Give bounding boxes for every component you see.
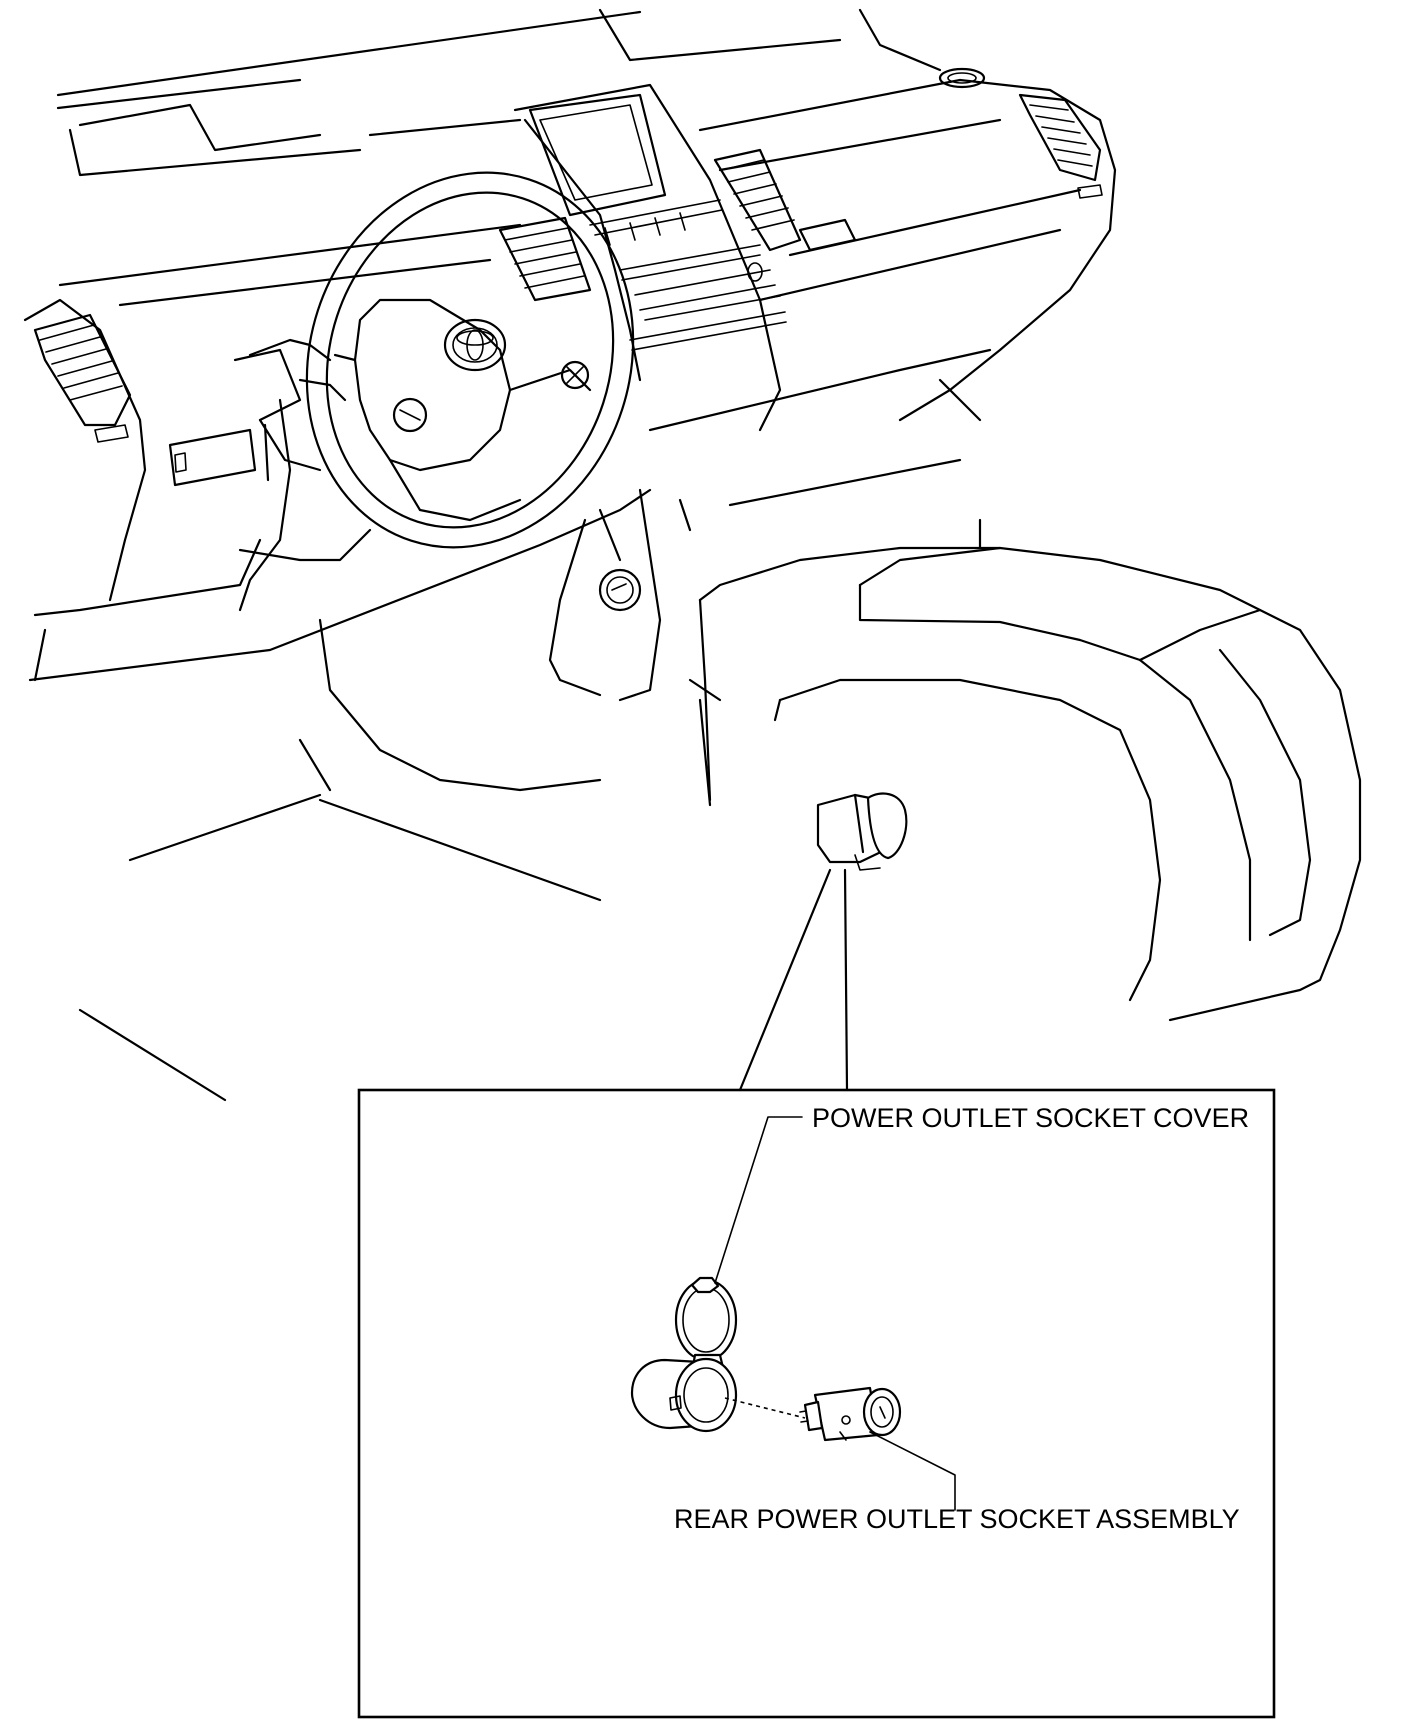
steering-wheel-icon bbox=[305, 171, 635, 549]
dashboard-overview bbox=[23, 8, 1117, 1102]
label-power-outlet-socket-cover: POWER OUTLET SOCKET COVER bbox=[812, 1103, 1249, 1133]
label-rear-power-outlet-socket-assembly: REAR POWER OUTLET SOCKET ASSEMBLY bbox=[674, 1504, 1240, 1534]
toyota-emblem-icon bbox=[452, 327, 498, 363]
detail-box bbox=[357, 1088, 1276, 1719]
center-console bbox=[698, 518, 1362, 1022]
rear-power-outlet-socket-assembly bbox=[799, 1386, 902, 1442]
socket-body bbox=[630, 1357, 738, 1433]
power-outlet-icon bbox=[816, 792, 908, 871]
